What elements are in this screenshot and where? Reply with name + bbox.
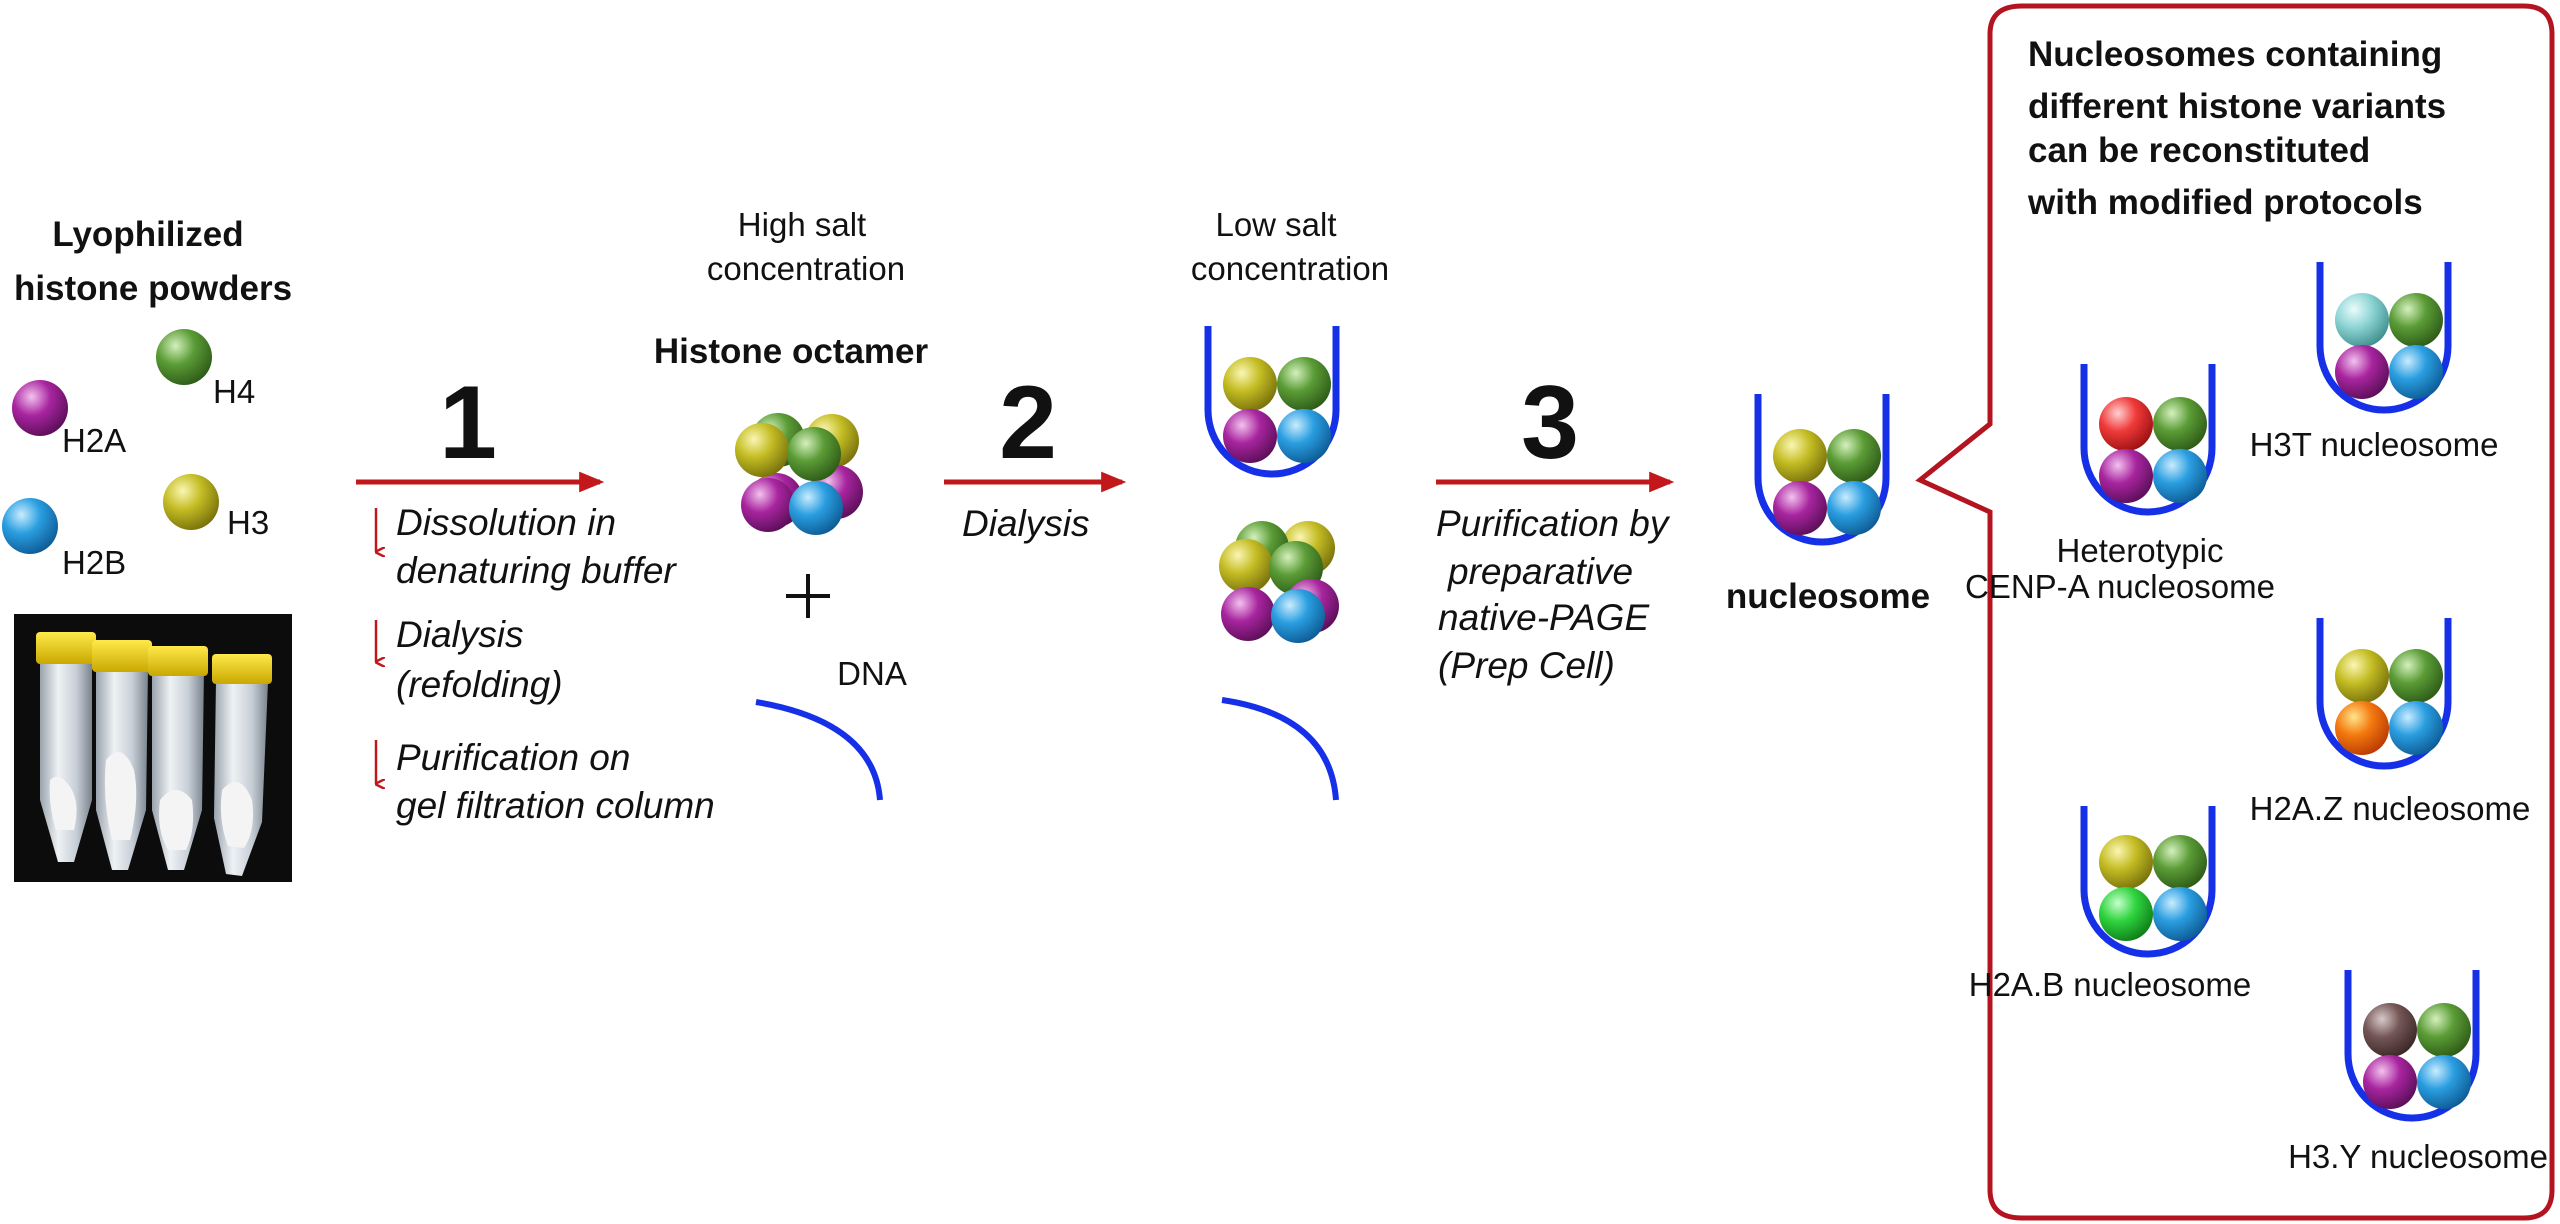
dna-label: DNA [837,655,907,692]
histone-octamer [1219,521,1339,643]
substep3-line1: Purification on [396,737,630,778]
histone-label-h3: H3 [227,504,269,541]
step3-section: 3 Purification by preparative native-PAG… [1436,365,1675,686]
low-salt-section: Low salt concentration [1191,206,1389,801]
nucleosome-icon [2316,262,2452,414]
variant-h3t-label: H3T nucleosome [2250,426,2499,463]
step3-line2: preparative [1447,551,1633,592]
nucleosome-icon [2080,364,2216,516]
histone-octamer [735,413,863,535]
tube [212,654,272,876]
variant-h2az: H2A.Z nucleosome [2250,618,2531,827]
nucleosome-icon [2316,618,2452,770]
step1-section: 1 Dissolution in denaturing buffer Dialy… [356,365,715,826]
panel-title-line1: Nucleosomes containing [2028,35,2442,74]
step2-section: 2 Dialysis [944,365,1127,544]
variant-h3y-label: H3.Y nucleosome [2288,1138,2548,1175]
dna-strand [1221,697,1339,801]
variant-cenpa-label-line2: CENP-A nucleosome [1965,568,2275,605]
nucleosome-icon [2344,970,2480,1122]
low-salt-line1: Low salt [1215,206,1336,243]
substep2-line1: Dialysis [396,614,523,655]
powders-section: Lyophilized histone powders H4 H2A H3 H2… [2,215,292,882]
plus-sign [786,574,830,618]
histone-label-h2a: H2A [62,422,126,459]
product-section: nucleosome [1726,394,1930,616]
variant-h2ab-label: H2A.B nucleosome [1969,966,2251,1003]
step2-number: 2 [999,365,1057,481]
step2-label: Dialysis [962,503,1089,544]
substep3-line2: gel filtration column [396,785,715,826]
histone-label-h4: H4 [213,373,255,410]
octamer-section: High salt concentration Histone octamer … [654,206,929,801]
powders-title-line2: histone powders [14,269,292,308]
tubes-photo [14,614,292,882]
step1-number: 1 [439,365,497,481]
powders-title-line1: Lyophilized [52,215,243,254]
variants-panel-border [1915,3,2555,1221]
nucleosome-label: nucleosome [1726,577,1930,616]
histone-ball-h2a [12,380,68,436]
step3-line1: Purification by [1436,503,1671,544]
step3-line3: native-PAGE [1438,597,1650,638]
nucleosome-icon [2080,806,2216,958]
histone-ball-h2b [2,498,58,554]
variant-cenpa-label-line1: Heterotypic [2057,532,2224,569]
variant-h2az-label: H2A.Z nucleosome [2250,790,2531,827]
histone-ball-h4 [156,329,212,385]
variant-h3t: H3T nucleosome [2250,262,2499,463]
tube [92,640,152,870]
variant-cenpa: Heterotypic CENP-A nucleosome [1965,364,2275,605]
tube [36,632,96,862]
panel-title-line2: different histone variants [2028,87,2446,126]
variant-h3y: H3.Y nucleosome [2288,970,2548,1175]
panel-title-line4: with modified protocols [2027,183,2423,222]
histone-label-h2b: H2B [62,544,126,581]
high-salt-line1: High salt [738,206,866,243]
nucleosome-icon [1754,394,1890,546]
substep1-line1: Dissolution in [396,502,616,543]
high-salt-line2: concentration [707,250,905,287]
step3-number: 3 [1521,365,1579,481]
dna-strand [755,699,883,801]
panel-title-line3: can be reconstituted [2028,131,2370,170]
substep1-line2: denaturing buffer [396,550,677,591]
substep2-line2: (refolding) [396,664,563,705]
octamer-title: Histone octamer [654,332,929,371]
nucleosome-icon [1204,326,1340,478]
variants-panel: Nucleosomes containing different histone… [1915,3,2555,1221]
variant-h2ab: H2A.B nucleosome [1969,806,2251,1003]
tube [148,646,208,870]
step3-line4: (Prep Cell) [1438,645,1615,686]
low-salt-line2: concentration [1191,250,1389,287]
histone-ball-h3 [163,474,219,530]
